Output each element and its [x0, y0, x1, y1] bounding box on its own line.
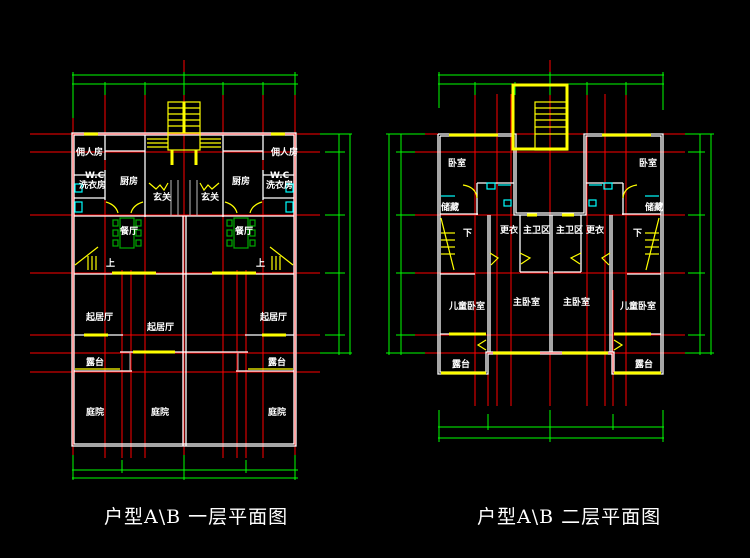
label-down-right: 下	[633, 228, 642, 239]
label-wc-left: W.C	[85, 171, 105, 181]
label-foyer-right: 玄关	[201, 191, 219, 203]
second-floor-plan: 卧室 卧室 储藏 储藏 下 下 更衣 更衣 主卫区 主卫区 主卧室 主卧室 儿童…	[386, 60, 714, 442]
fixtures	[441, 182, 659, 207]
second-floor-plan-title: 户型A\B 二层平面图	[477, 506, 662, 528]
label-wc-right: W.C	[270, 171, 290, 181]
room-labels: 佣人房 佣人房 W.C 洗衣房 W.C 洗衣房 厨房 厨房 玄关 玄关 餐厅 餐…	[75, 146, 298, 418]
label-terrace-left: 露台	[86, 356, 104, 368]
label-master-bath-left: 主卫区	[523, 224, 550, 236]
label-terrace-right: 露台	[268, 356, 286, 368]
label-up-right: 上	[256, 257, 265, 269]
label-living-left: 起居厅	[85, 311, 113, 323]
label-dining-right: 餐厅	[234, 225, 253, 237]
label-master-bedroom-right: 主卧室	[563, 296, 590, 308]
dimension-lines	[72, 72, 352, 480]
label-bedroom-right: 卧室	[639, 157, 657, 169]
label-dining-left: 餐厅	[119, 225, 138, 237]
label-down-left: 下	[463, 228, 472, 239]
label-laundry-right: 洗衣房	[266, 179, 293, 191]
stairs-and-windows	[74, 101, 294, 370]
label-bedroom-left: 卧室	[448, 157, 466, 169]
label-yard-center: 庭院	[151, 406, 169, 418]
label-yard-right: 庭院	[268, 406, 286, 418]
label-up-left: 上	[106, 257, 115, 269]
fixtures	[74, 183, 294, 249]
label-master-bedroom-left: 主卧室	[513, 296, 540, 308]
label-living-right: 起居厅	[259, 311, 287, 323]
label-kitchen-left: 厨房	[120, 175, 138, 187]
label-kids-bedroom-left: 儿童卧室	[448, 300, 485, 312]
dimension-lines	[386, 72, 714, 442]
label-kids-bedroom-right: 儿童卧室	[619, 300, 656, 312]
first-floor-plan: 佣人房 佣人房 W.C 洗衣房 W.C 洗衣房 厨房 厨房 玄关 玄关 餐厅 餐…	[30, 60, 352, 480]
label-yard-left: 庭院	[86, 406, 104, 418]
label-storage-right: 储藏	[645, 201, 663, 213]
label-kitchen-right: 厨房	[232, 175, 250, 187]
stairs-and-windows	[440, 83, 661, 375]
label-dressing-right: 更衣	[586, 224, 604, 236]
label-master-bath-right: 主卫区	[556, 224, 583, 236]
label-storage-left: 储藏	[441, 201, 459, 213]
room-labels: 卧室 卧室 储藏 储藏 下 下 更衣 更衣 主卫区 主卫区 主卧室 主卧室 儿童…	[441, 157, 663, 370]
label-foyer-left: 玄关	[153, 191, 171, 203]
label-dressing-left: 更衣	[500, 224, 518, 236]
label-servant-room-left: 佣人房	[75, 146, 103, 158]
label-laundry-left: 洗衣房	[79, 179, 106, 191]
label-servant-room-right: 佣人房	[270, 146, 298, 158]
label-living-center: 起居厅	[146, 321, 174, 333]
label-terrace-left: 露台	[452, 358, 470, 370]
first-floor-plan-title: 户型A\B 一层平面图	[104, 506, 289, 528]
label-terrace-right: 露台	[635, 358, 653, 370]
